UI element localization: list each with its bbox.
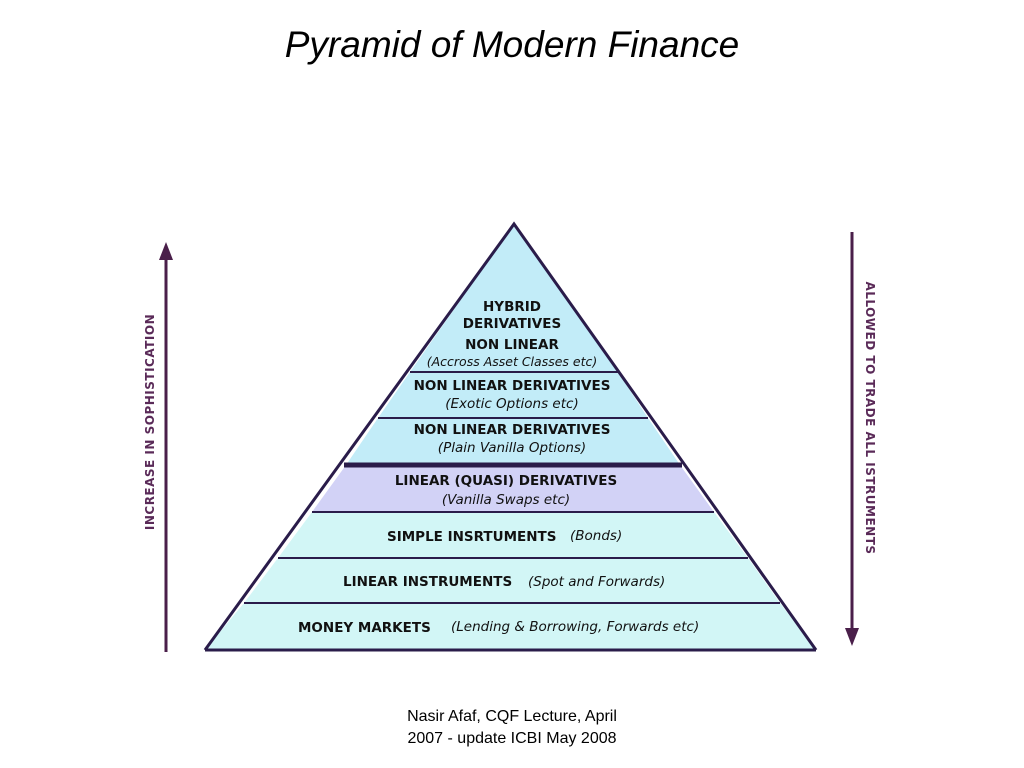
tier-hybrid-detail: (Accross Asset Classes etc) (427, 354, 598, 369)
caption-line-2: 2007 - update ICBI May 2008 (407, 730, 617, 747)
pyramid-outline (203, 221, 818, 652)
tier-fill-hybrid (410, 224, 618, 372)
tier-fill-quasi-derivatives (312, 465, 714, 512)
tier-exotic-detail: (Exotic Options etc) (445, 396, 578, 412)
tier-quasi-detail: (Vanilla Swaps etc) (442, 492, 570, 508)
tier-money-markets-detail: (Lending & Borrowing, Forwards etc) (451, 619, 699, 635)
tier-simple-instruments-label: SIMPLE INSRTUMENTS (387, 529, 557, 545)
tier-vanilla-options-label: NON LINEAR DERIVATIVES (414, 422, 611, 438)
slide-title: Pyramid of Modern Finance (284, 24, 740, 65)
tier-linear-instruments-label: LINEAR INSTRUMENTS (343, 574, 512, 590)
arrow-down-icon (845, 628, 859, 646)
right-axis-label: ALLOWED TO TRADE ALL ISTRUMENTS (863, 281, 877, 554)
tier-fill-simple-instruments (278, 512, 748, 558)
slide-caption: Nasir Afaf, CQF Lecture, April 2007 - up… (312, 706, 712, 750)
tier-hybrid-line-2: DERIVATIVES (463, 316, 561, 332)
left-axis-label: INCREASE IN SOPHISTICATION (143, 314, 157, 530)
caption-line-1: Nasir Afaf, CQF Lecture, April (407, 708, 617, 725)
tier-hybrid-line-1: HYBRID (483, 299, 541, 315)
tier-quasi-label: LINEAR (QUASI) DERIVATIVES (395, 473, 617, 489)
sophistication-arrow (159, 242, 173, 652)
tier-fill-exotic (378, 372, 648, 418)
trading-arrow (845, 232, 859, 646)
tier-hybrid-line-3: NON LINEAR (465, 337, 559, 353)
tier-money-markets-label: MONEY MARKETS (298, 620, 431, 636)
tier-exotic-label: NON LINEAR DERIVATIVES (414, 378, 611, 394)
tier-linear-instruments-detail: (Spot and Forwards) (528, 574, 665, 590)
tier-fill-money-markets (205, 603, 816, 650)
tier-simple-instruments-detail: (Bonds) (570, 528, 622, 544)
arrow-up-icon (159, 242, 173, 260)
tier-fill-linear-instruments (244, 558, 780, 603)
tier-vanilla-options-detail: (Plain Vanilla Options) (438, 440, 586, 456)
tier-fill-vanilla-options (346, 418, 680, 465)
